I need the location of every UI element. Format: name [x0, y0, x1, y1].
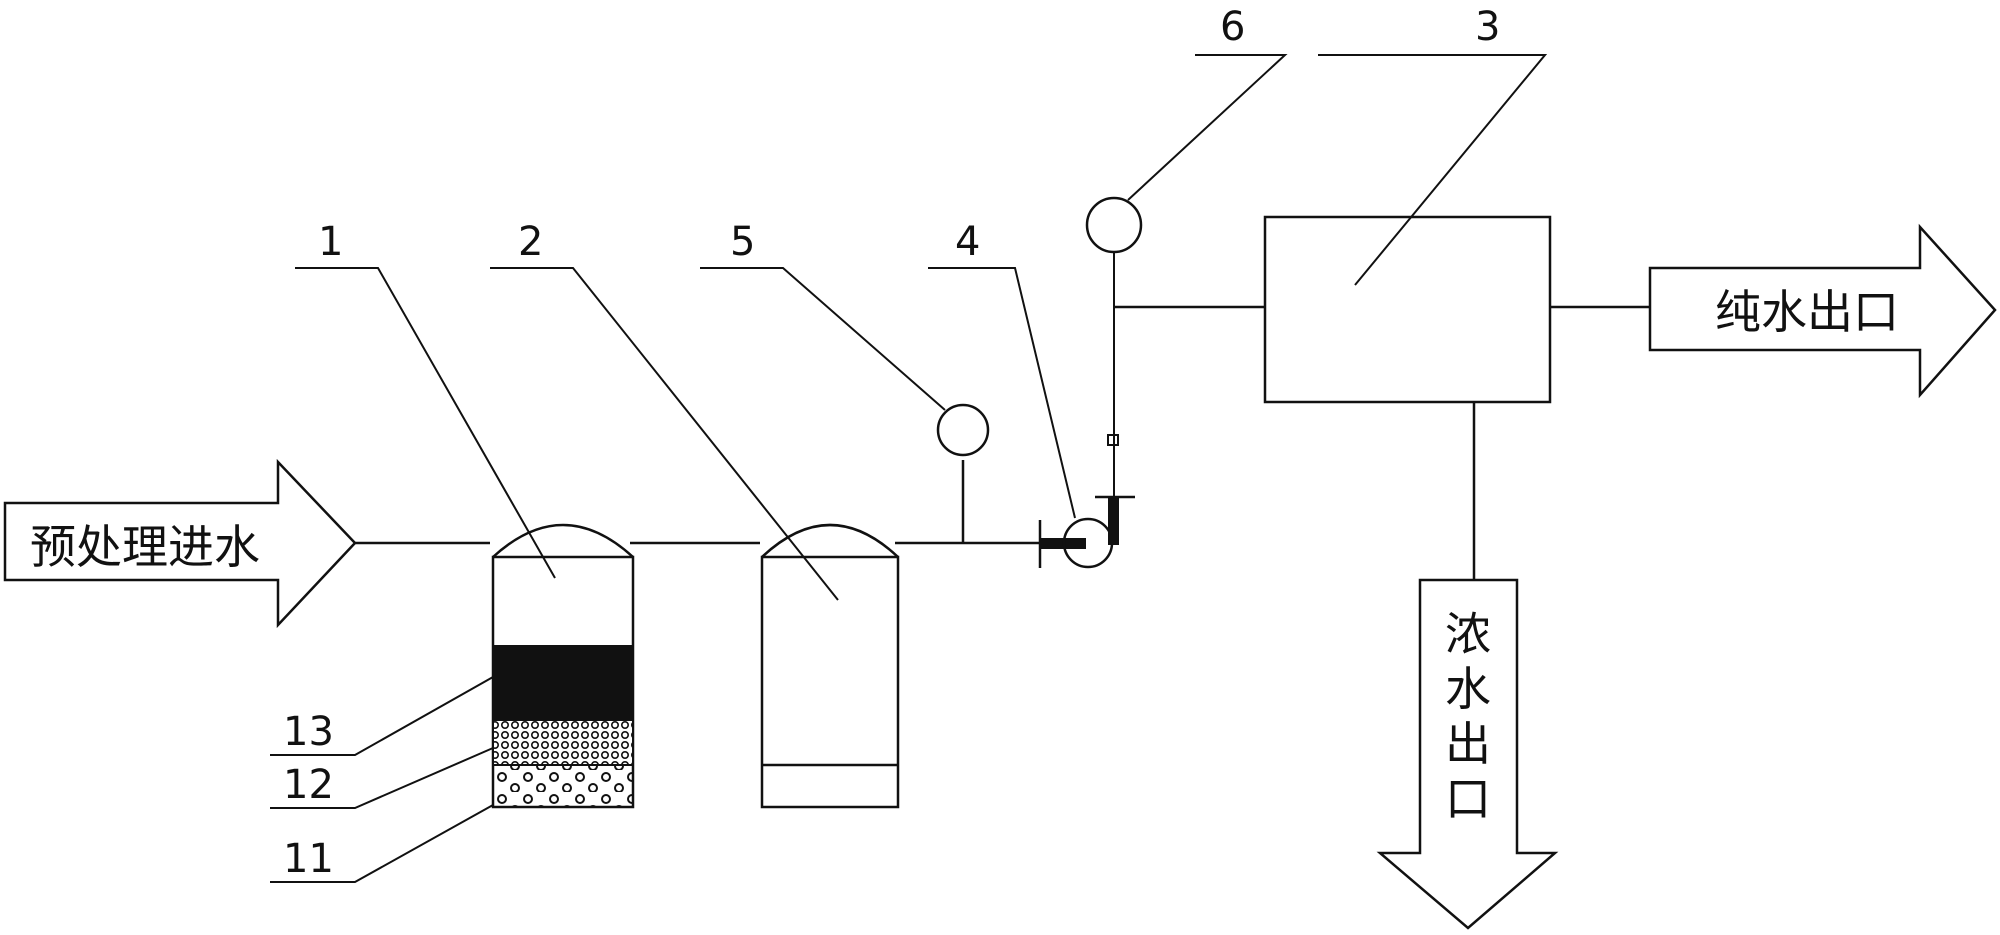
- ro-unit-3: [1263, 215, 1650, 580]
- pump-4: [1038, 434, 1135, 569]
- pure-outlet-arrow: 纯水出口: [1648, 223, 1997, 399]
- vessel-2: [760, 523, 900, 809]
- callout-1: 1: [318, 219, 343, 265]
- inlet-arrow: 预处理进水: [3, 458, 357, 629]
- vessel-1: [491, 523, 635, 809]
- concentrate-outlet-arrow: 浓水出口: [1376, 578, 1559, 930]
- riser-pipe: [1113, 252, 1265, 435]
- layer-11: [492, 764, 634, 808]
- callout-5: 5: [730, 219, 755, 265]
- callout-11: 11: [283, 836, 334, 882]
- concentrate-outlet-label: 浓水出口: [1445, 607, 1491, 826]
- callout-numbers: 1 2 5 4 6 3 13 12 11: [283, 4, 1500, 882]
- callout-6: 6: [1220, 4, 1245, 50]
- callout-4: 4: [955, 219, 980, 265]
- callout-13: 13: [283, 709, 334, 755]
- callout-3: 3: [1475, 4, 1500, 50]
- layer-12: [492, 719, 634, 766]
- layer-13: [493, 645, 633, 720]
- gauge-5: [936, 403, 990, 457]
- callout-12: 12: [283, 762, 334, 808]
- callout-2: 2: [518, 219, 543, 265]
- inlet-label: 预处理进水: [30, 520, 260, 574]
- leader-lines: [270, 54, 1548, 883]
- gauge-6: [1085, 196, 1143, 254]
- pure-outlet-label: 纯水出口: [1715, 285, 1899, 339]
- main-pipe: [355, 460, 1040, 545]
